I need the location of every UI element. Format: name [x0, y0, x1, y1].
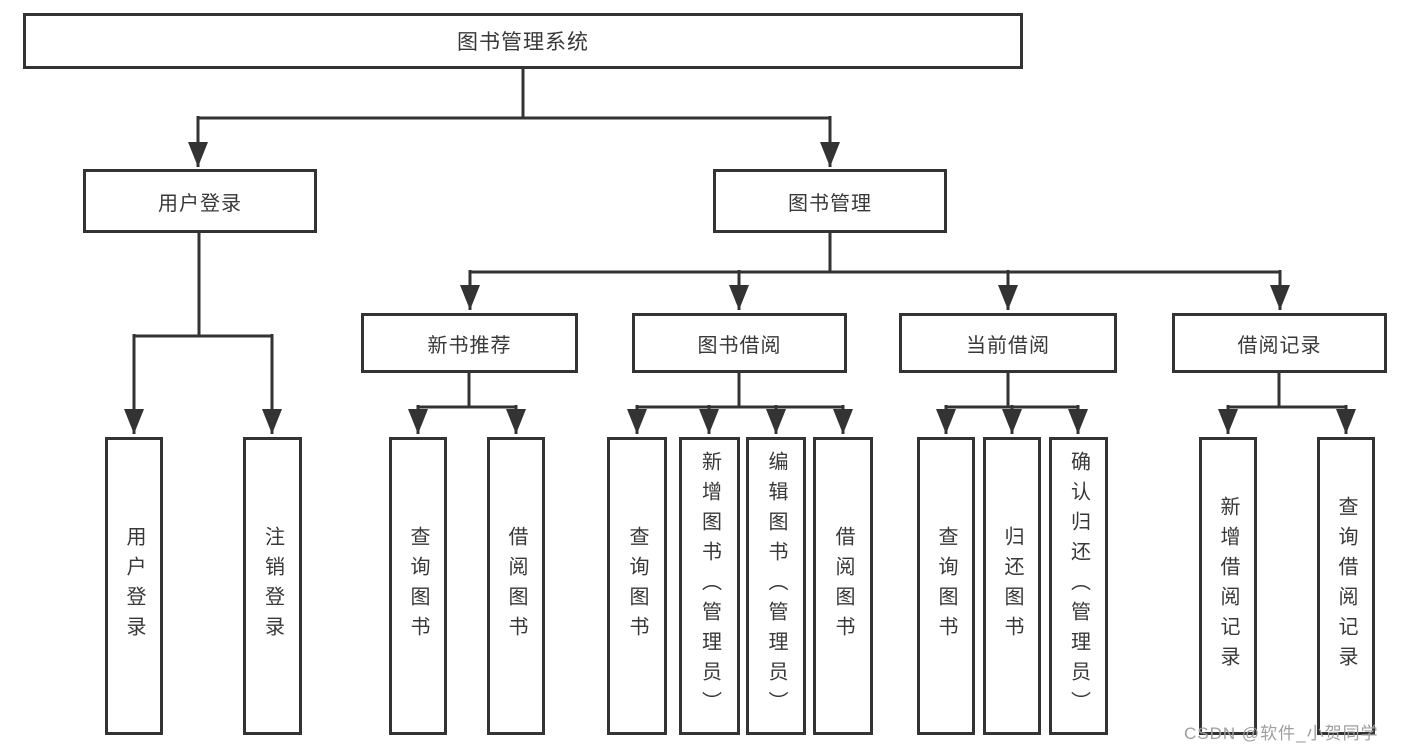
node-current-borrowing: 当前借阅: [899, 313, 1117, 373]
node-user-login: 用户登录: [83, 169, 317, 233]
node-book-borrowing: 图书借阅: [632, 313, 847, 373]
leaf-add-books-admin: 新增图书（管理员）: [679, 437, 740, 735]
leaf-label: 新增图书（管理员）: [698, 451, 721, 721]
leaf-query-books-current: 查询图书: [917, 437, 975, 735]
leaf-label: 查询图书: [626, 526, 648, 646]
leaf-confirm-return-admin: 确认归还（管理员）: [1049, 437, 1108, 735]
leaf-label: 借阅图书: [832, 526, 854, 646]
leaf-query-books-borrowing: 查询图书: [607, 437, 667, 735]
leaf-user-login: 用户登录: [105, 437, 163, 735]
leaf-query-borrow-record: 查询借阅记录: [1317, 437, 1375, 735]
leaf-label: 新增借阅记录: [1217, 496, 1239, 676]
leaf-borrow-books: 借阅图书: [813, 437, 873, 735]
leaf-label: 确认归还（管理员）: [1067, 451, 1090, 721]
csdn-watermark: CSDN @软件_小贺同学: [1184, 724, 1379, 743]
leaf-label: 注销登录: [261, 526, 284, 646]
node-borrowing-records: 借阅记录: [1172, 313, 1387, 373]
leaf-logout: 注销登录: [243, 437, 302, 735]
node-book-management: 图书管理: [713, 169, 947, 233]
leaf-label: 查询图书: [935, 526, 957, 646]
leaf-label: 查询图书: [407, 526, 429, 646]
leaf-edit-books-admin: 编辑图书（管理员）: [746, 437, 806, 735]
leaf-label: 归还图书: [1001, 526, 1023, 646]
leaf-label: 查询借阅记录: [1335, 496, 1357, 676]
leaf-label: 用户登录: [123, 526, 145, 646]
leaf-add-borrow-record: 新增借阅记录: [1199, 437, 1257, 735]
node-root-system: 图书管理系统: [23, 13, 1023, 69]
leaf-query-books-recommend: 查询图书: [389, 437, 447, 735]
leaf-label: 借阅图书: [505, 526, 527, 646]
leaf-return-books: 归还图书: [983, 437, 1041, 735]
leaf-borrow-books-recommend: 借阅图书: [487, 437, 545, 735]
node-new-book-recommend: 新书推荐: [361, 313, 578, 373]
leaf-label: 编辑图书（管理员）: [765, 451, 787, 721]
